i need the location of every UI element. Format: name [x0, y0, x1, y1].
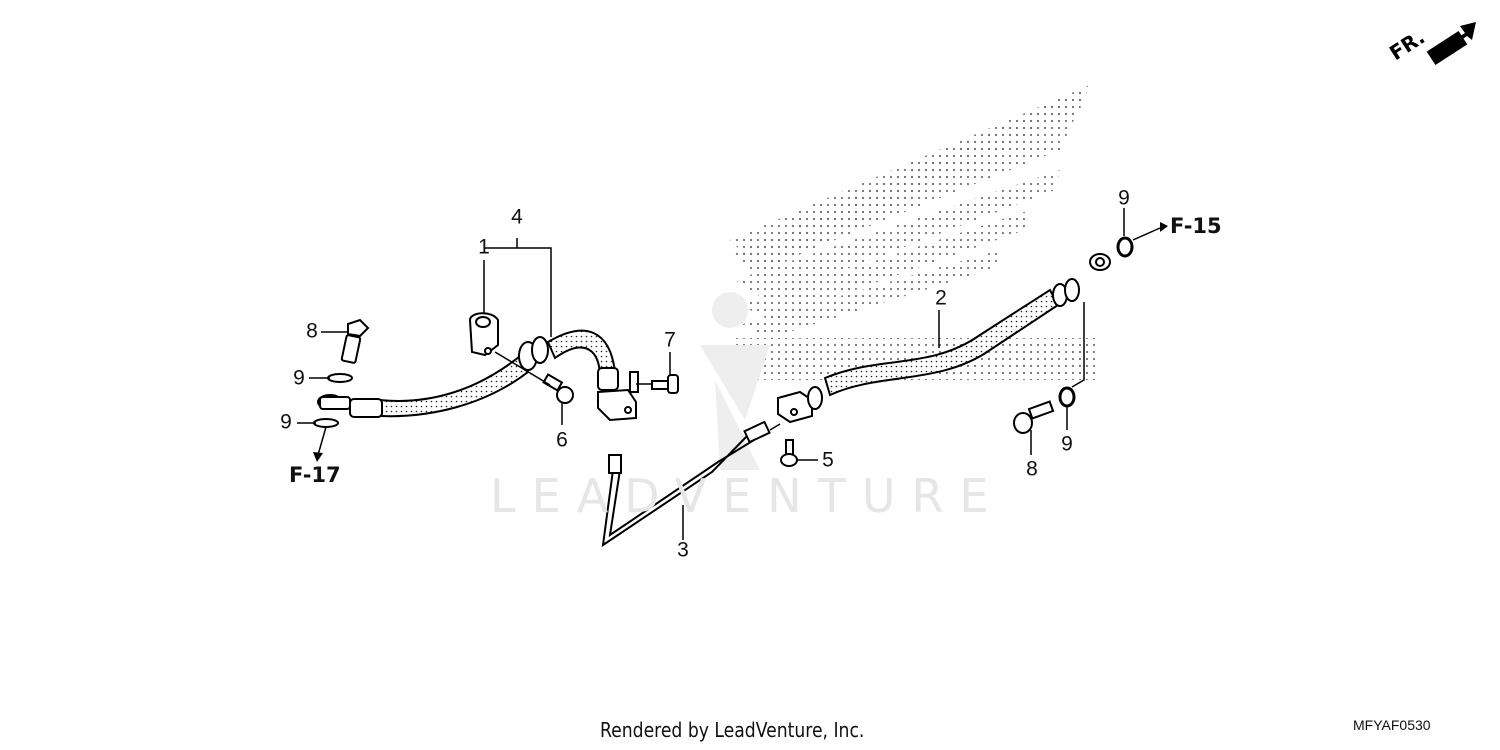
part-2-fittings — [777, 253, 1111, 424]
part-7-bolt — [651, 374, 679, 394]
callout-6[interactable]: 6 — [556, 428, 568, 452]
footer-credit: Rendered by LeadVenture, Inc. — [600, 718, 865, 742]
reference-f15[interactable]: F-15 — [1170, 214, 1222, 238]
callout-9-right-lower[interactable]: 9 — [1061, 432, 1073, 456]
part-1-clamp — [468, 312, 499, 357]
diagram-code: MFYAF0530 — [1353, 717, 1431, 733]
callout-3[interactable]: 3 — [677, 538, 689, 562]
reference-f17[interactable]: F-17 — [289, 463, 341, 487]
callout-9-right-upper[interactable]: 9 — [1118, 186, 1130, 210]
part-9-washer-right-upper — [1116, 236, 1134, 258]
callout-9-left-lower[interactable]: 9 — [280, 410, 292, 434]
f17-arrowhead — [313, 452, 323, 462]
front-direction-arrow-icon — [1426, 22, 1476, 66]
f15-arrowhead — [1160, 222, 1168, 232]
wing-logo-watermark — [730, 85, 1095, 380]
part-9-washer-right-lower — [1058, 386, 1076, 408]
leader-lines — [297, 208, 1161, 540]
callout-9-left-upper[interactable]: 9 — [293, 366, 305, 390]
v-mark-watermark — [700, 292, 770, 470]
part-4-fittings — [349, 336, 639, 422]
callout-2[interactable]: 2 — [935, 286, 947, 310]
part-9-washer-left-upper — [327, 373, 353, 383]
left-banjo-fitting — [317, 394, 351, 410]
callout-8-right[interactable]: 8 — [1026, 457, 1038, 481]
part-9-washer-left-lower — [313, 418, 339, 428]
part-3-brake-pipe — [601, 420, 771, 548]
callout-7[interactable]: 7 — [664, 328, 676, 352]
part-8-right-bolt — [1013, 400, 1055, 434]
part-6-bolt — [542, 373, 574, 404]
leadventure-watermark: LEADVENTURE — [490, 469, 1005, 523]
callout-4[interactable]: 4 — [511, 205, 523, 229]
callout-5[interactable]: 5 — [822, 448, 834, 472]
part-5-bolt — [780, 439, 798, 467]
callout-1[interactable]: 1 — [478, 235, 490, 259]
part-8-left-bolt — [340, 318, 370, 364]
callout-8-left[interactable]: 8 — [306, 319, 318, 343]
